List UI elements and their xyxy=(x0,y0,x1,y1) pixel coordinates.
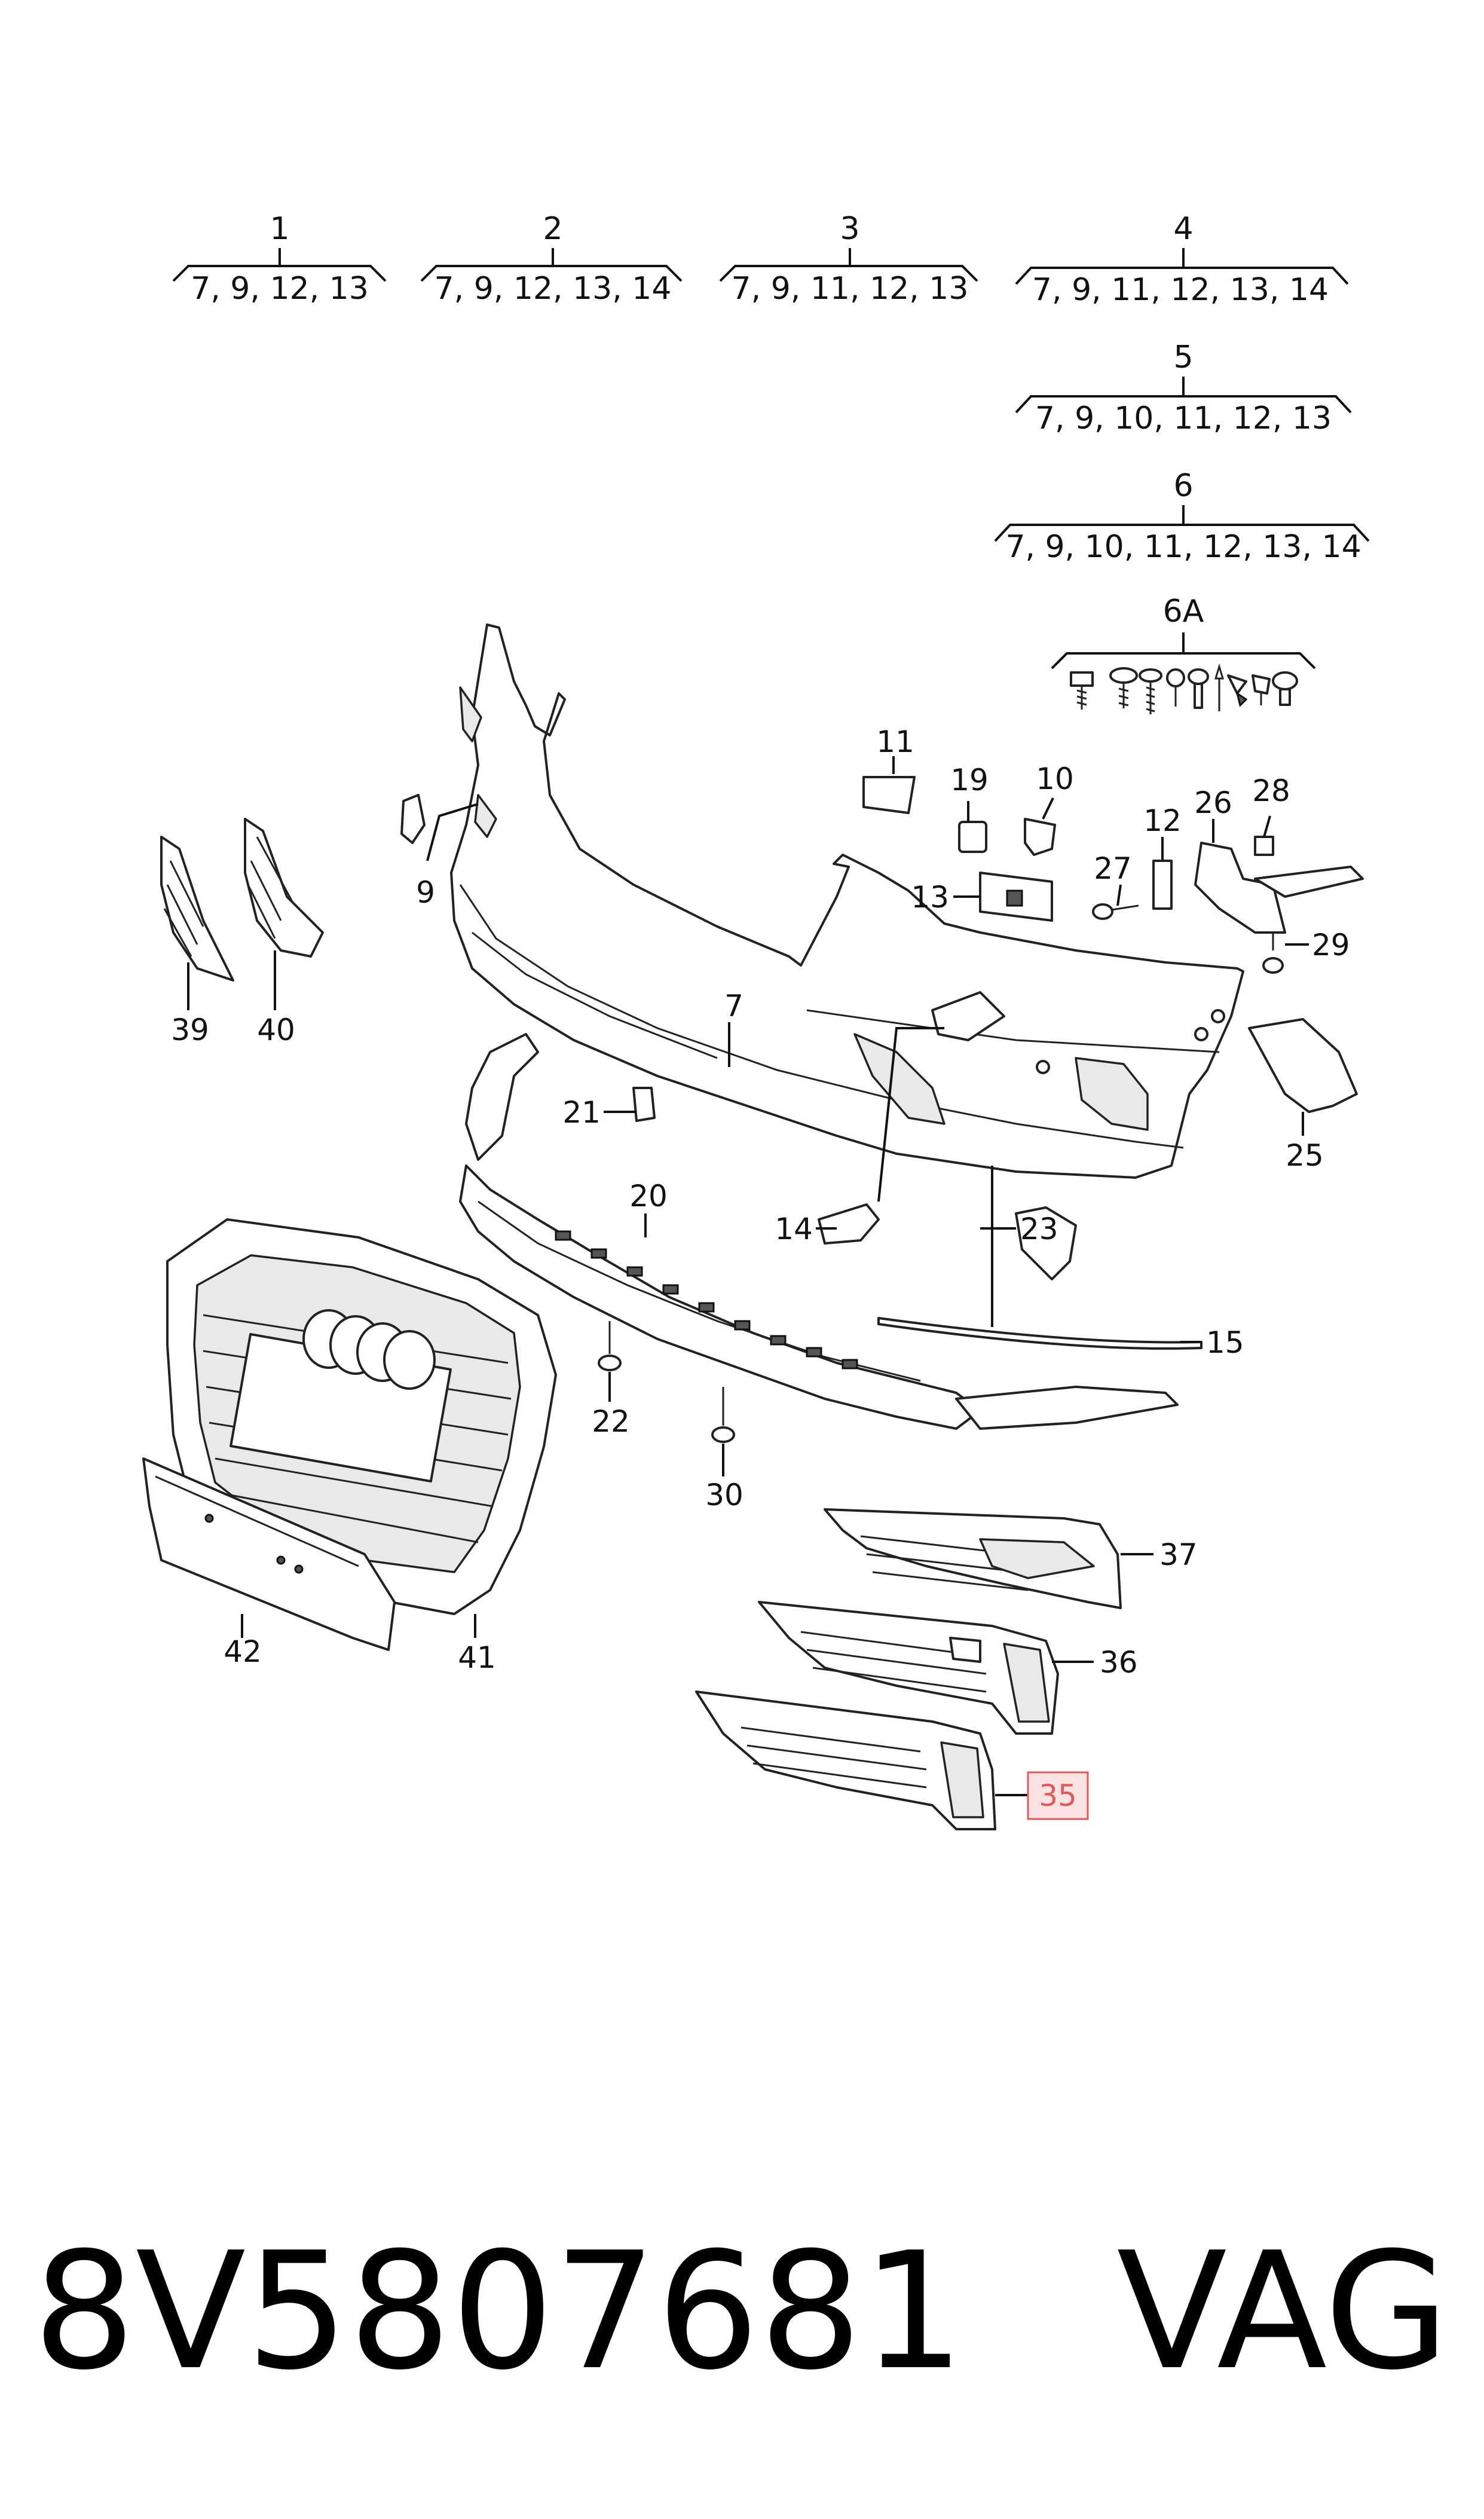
spoiler-vents xyxy=(555,1230,858,1369)
group-items: 7, 9, 11, 12, 13 xyxy=(732,271,969,307)
label-19: 19 xyxy=(950,763,989,797)
callout-group-4: 4 7, 9, 11, 12, 13, 14 xyxy=(1015,211,1349,308)
group-id: 2 xyxy=(543,211,562,247)
label-22: 22 xyxy=(592,1404,630,1439)
label-37: 37 xyxy=(1159,1537,1198,1572)
leader-lines xyxy=(187,756,1309,1796)
component-13 xyxy=(979,872,1053,922)
label-36: 36 xyxy=(1100,1645,1138,1680)
license-plate-bracket xyxy=(142,1457,396,1651)
callout-group-3: 3 7, 9, 11, 12, 13 xyxy=(719,211,978,307)
component-9 xyxy=(400,794,426,844)
group-items: 7, 9, 10, 11, 12, 13, 14 xyxy=(1005,529,1361,565)
label-42: 42 xyxy=(224,1634,262,1669)
component-10 xyxy=(1024,818,1056,856)
group-id: 5 xyxy=(1173,340,1193,375)
group-id: 1 xyxy=(270,211,289,247)
label-40: 40 xyxy=(257,1013,295,1047)
part-labels: 9 7 11 19 10 13 12 27 26 28 29 25 23 15 … xyxy=(171,724,1350,1820)
label-9: 9 xyxy=(416,875,435,910)
label-29: 29 xyxy=(1312,928,1350,962)
label-23: 23 xyxy=(1020,1212,1058,1246)
label-35: 35 xyxy=(1039,1778,1077,1813)
hardware-kit-6a: 6A xyxy=(1051,594,1316,714)
screw-27 xyxy=(1092,903,1139,920)
label-21: 21 xyxy=(562,1095,601,1130)
component-23 xyxy=(1015,1206,1077,1280)
component-12-26-28 xyxy=(1152,836,1364,934)
component-11 xyxy=(862,776,916,814)
label-14: 14 xyxy=(775,1212,813,1246)
group-items: 7, 9, 11, 12, 13, 14 xyxy=(1032,272,1329,308)
label-26: 26 xyxy=(1194,785,1232,820)
fog-grille-35 xyxy=(695,1690,996,1830)
label-12: 12 xyxy=(1143,803,1182,838)
group-items: 7, 9, 12, 13 xyxy=(191,271,369,307)
label-10: 10 xyxy=(1036,762,1074,796)
group-items: 7, 9, 12, 13, 14 xyxy=(435,271,672,307)
hardware-kit-label: 6A xyxy=(1163,594,1204,629)
component-19 xyxy=(958,821,987,853)
highlight-box-35: 35 xyxy=(1027,1771,1089,1820)
side-trim-39 xyxy=(160,836,234,982)
label-27: 27 xyxy=(1094,851,1132,886)
component-25 xyxy=(1248,1018,1358,1113)
label-41: 41 xyxy=(458,1640,496,1675)
callout-group-1: 1 7, 9, 12, 13 xyxy=(172,211,387,307)
label-13: 13 xyxy=(911,880,949,915)
label-11: 11 xyxy=(876,724,914,759)
callout-group-5: 5 7, 9, 10, 11, 12, 13 xyxy=(1015,340,1352,436)
group-id: 4 xyxy=(1173,211,1193,247)
four-rings-emblem xyxy=(302,1309,436,1390)
group-id: 3 xyxy=(840,211,859,247)
callout-group-2: 2 7, 9, 12, 13, 14 xyxy=(420,211,683,307)
callout-group-6: 6 7, 9, 10, 11, 12, 13, 14 xyxy=(994,468,1370,565)
fog-grille-37 xyxy=(824,1508,1122,1609)
part-number: 8V5807681 xyxy=(33,2217,965,2405)
screw-30 xyxy=(711,1387,735,1443)
brand: VAG xyxy=(1116,2217,1449,2405)
label-7: 7 xyxy=(724,989,743,1023)
label-30: 30 xyxy=(705,1478,743,1512)
label-20: 20 xyxy=(629,1179,668,1213)
lower-spoiler xyxy=(459,1033,1203,1430)
component-21 xyxy=(632,1087,656,1122)
label-39: 39 xyxy=(171,1013,209,1047)
label-28: 28 xyxy=(1252,774,1290,808)
label-25: 25 xyxy=(1286,1138,1324,1173)
screw-22 xyxy=(598,1321,622,1371)
fastener-icons xyxy=(1070,663,1298,714)
label-15: 15 xyxy=(1206,1325,1244,1360)
screw-29 xyxy=(1262,933,1284,974)
group-id: 6 xyxy=(1173,468,1193,504)
fog-grille-36 xyxy=(758,1601,1059,1735)
component-14 xyxy=(818,1203,880,1245)
group-items: 7, 9, 10, 11, 12, 13 xyxy=(1035,401,1332,436)
bumper-cover xyxy=(450,623,1244,1179)
footer: 8V5807681 VAG xyxy=(33,2217,1449,2405)
side-trim-40 xyxy=(244,818,324,958)
